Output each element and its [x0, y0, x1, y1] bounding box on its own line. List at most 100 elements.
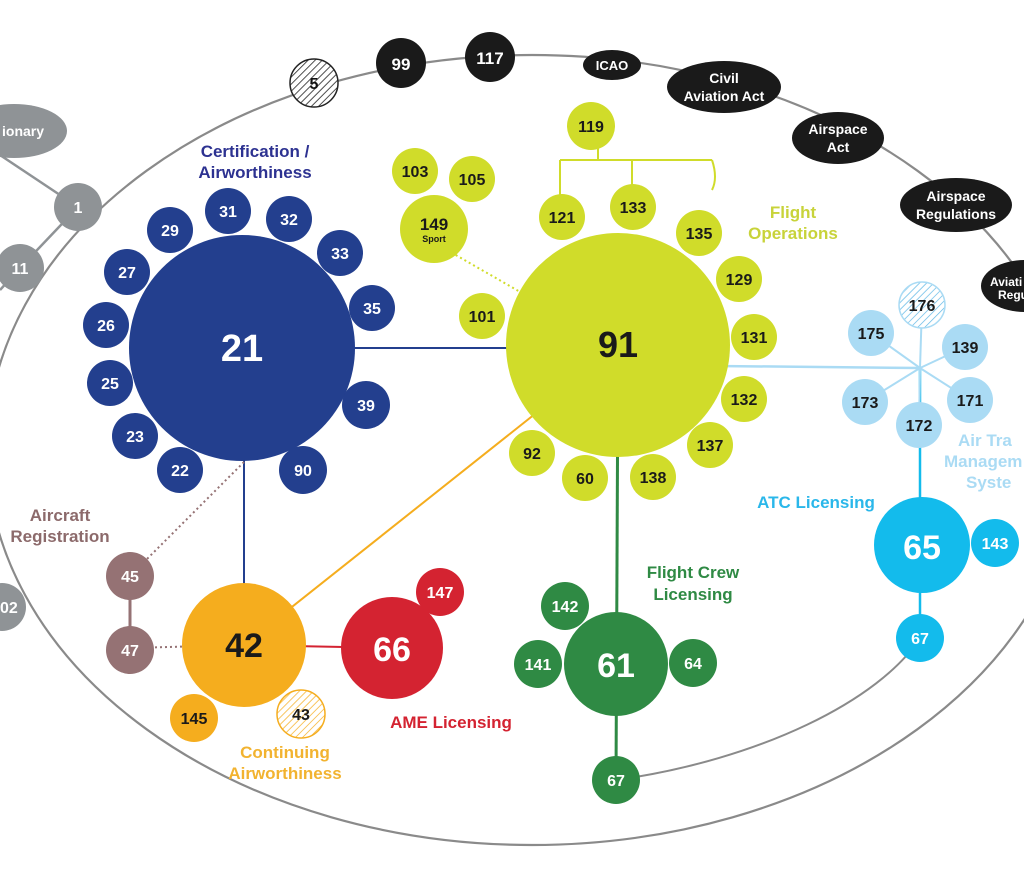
part-143-label: 143 — [982, 536, 1009, 553]
part-23-label: 23 — [126, 429, 144, 446]
part-142-node[interactable]: 142 — [541, 582, 589, 630]
part-21-node[interactable]: 21 — [129, 235, 355, 461]
airspace-regulations-node[interactable]: Airspace Regulations — [900, 178, 1012, 232]
part-171-label: 171 — [957, 393, 984, 410]
part-133-label: 133 — [620, 200, 647, 217]
part-60-node[interactable]: 60 — [562, 455, 608, 501]
part-172-label: 172 — [906, 418, 933, 435]
certification-label-1: Certification / — [201, 142, 310, 161]
part-171-node[interactable]: 171 — [947, 377, 993, 423]
part-131-node[interactable]: 131 — [731, 314, 777, 360]
part-43-label: 43 — [292, 707, 310, 724]
general-nodes: ionary 1 11 02 — [0, 104, 102, 631]
part-117-label: 117 — [476, 49, 503, 68]
part-91-node[interactable]: 91 — [506, 233, 730, 457]
part-176-node[interactable]: 176 — [898, 281, 946, 329]
part-175-node[interactable]: 175 — [848, 310, 894, 356]
part-139-node[interactable]: 139 — [942, 324, 988, 370]
part-65-label: 65 — [903, 529, 941, 567]
part-173-node[interactable]: 173 — [842, 379, 888, 425]
atm-label-1: Air Tra — [958, 431, 1012, 450]
part-11-node[interactable]: 11 — [0, 244, 44, 292]
atm-label-2: Managem — [944, 452, 1022, 471]
part-26-node[interactable]: 26 — [83, 302, 129, 348]
part-149-node[interactable]: 149 Sport — [400, 195, 468, 263]
part-105-label: 105 — [459, 172, 486, 189]
part-22-node[interactable]: 22 — [157, 447, 203, 493]
part-141-node[interactable]: 141 — [514, 640, 562, 688]
part-137-node[interactable]: 137 — [687, 422, 733, 468]
part-65-node[interactable]: 65 — [874, 497, 970, 593]
part-143-node[interactable]: 143 — [971, 519, 1019, 567]
airspace-act-node[interactable]: Airspace Act — [792, 112, 884, 164]
part-35-label: 35 — [363, 301, 381, 318]
part-5-node[interactable]: 5 — [289, 58, 339, 108]
part-142-label: 142 — [552, 599, 579, 616]
atm-cluster: 175 176 139 173 171 172 — [842, 281, 993, 448]
part-45-node[interactable]: 45 — [106, 552, 154, 600]
airspace-regulations-label-2: Regulations — [916, 206, 996, 222]
registration-cluster: 45 47 — [106, 552, 154, 674]
icao-node[interactable]: ICAO — [583, 50, 641, 80]
part-175-label: 175 — [858, 326, 885, 343]
part-101-node[interactable]: 101 — [459, 293, 505, 339]
part-67-atc-node[interactable]: 67 — [896, 614, 944, 662]
part-92-node[interactable]: 92 — [509, 430, 555, 476]
part-66-node[interactable]: 66 — [341, 597, 443, 699]
part-42-node[interactable]: 42 — [182, 583, 306, 707]
part-135-node[interactable]: 135 — [676, 210, 722, 256]
part-138-node[interactable]: 138 — [630, 454, 676, 500]
part-121-node[interactable]: 121 — [539, 194, 585, 240]
part-145-node[interactable]: 145 — [170, 694, 218, 742]
part-129-node[interactable]: 129 — [716, 256, 762, 302]
part-66-label: 66 — [373, 631, 411, 669]
part-103-label: 103 — [402, 164, 429, 181]
part-02-node[interactable]: 02 — [0, 583, 26, 631]
part-147-label: 147 — [427, 585, 454, 602]
part-90-node[interactable]: 90 — [279, 446, 327, 494]
part-43-node[interactable]: 43 — [276, 689, 326, 739]
part-42-label: 42 — [225, 627, 263, 665]
part-31-node[interactable]: 31 — [205, 188, 251, 234]
part-61-label: 61 — [597, 647, 635, 685]
aviation-regulations-label-2: Regu — [998, 288, 1024, 302]
part-1-node[interactable]: 1 — [54, 183, 102, 231]
part-67-crew-node[interactable]: 67 — [592, 756, 640, 804]
part-32-node[interactable]: 32 — [266, 196, 312, 242]
part-132-node[interactable]: 132 — [721, 376, 767, 422]
dictionary-node[interactable]: ionary — [0, 104, 67, 158]
part-129-label: 129 — [726, 272, 753, 289]
part-61-node[interactable]: 61 — [564, 612, 668, 716]
part-23-node[interactable]: 23 — [112, 413, 158, 459]
part-29-node[interactable]: 29 — [147, 207, 193, 253]
part-103-node[interactable]: 103 — [392, 148, 438, 194]
part-117-node[interactable]: 117 — [465, 32, 515, 82]
part-147-node[interactable]: 147 — [416, 568, 464, 616]
part-39-node[interactable]: 39 — [342, 381, 390, 429]
part-173-label: 173 — [852, 395, 879, 412]
icao-label: ICAO — [596, 58, 629, 73]
part-172-node[interactable]: 172 — [896, 402, 942, 448]
legislation-nodes: 5 99 117 ICAO Civil Aviation Act Airspac… — [289, 32, 1024, 312]
part-33-node[interactable]: 33 — [317, 230, 363, 276]
continuing-cluster: 42 145 43 — [170, 583, 326, 742]
part-99-node[interactable]: 99 — [376, 38, 426, 88]
part-64-node[interactable]: 64 — [669, 639, 717, 687]
registration-label-2: Registration — [10, 527, 109, 546]
part-35-node[interactable]: 35 — [349, 285, 395, 331]
civil-aviation-act-node[interactable]: Civil Aviation Act — [667, 61, 781, 113]
part-135-label: 135 — [686, 226, 713, 243]
part-119-node[interactable]: 119 — [567, 102, 615, 150]
part-60-label: 60 — [576, 471, 594, 488]
part-47-node[interactable]: 47 — [106, 626, 154, 674]
part-25-node[interactable]: 25 — [87, 360, 133, 406]
part-47-label: 47 — [121, 643, 139, 660]
part-105-node[interactable]: 105 — [449, 156, 495, 202]
part-27-node[interactable]: 27 — [104, 249, 150, 295]
part-133-node[interactable]: 133 — [610, 184, 656, 230]
aviation-regulations-node[interactable]: Aviati Regu — [981, 260, 1024, 312]
dictionary-label: ionary — [2, 123, 44, 139]
part-31-label: 31 — [219, 204, 237, 221]
part-64-label: 64 — [684, 656, 702, 673]
outer-ring — [0, 54, 1024, 846]
